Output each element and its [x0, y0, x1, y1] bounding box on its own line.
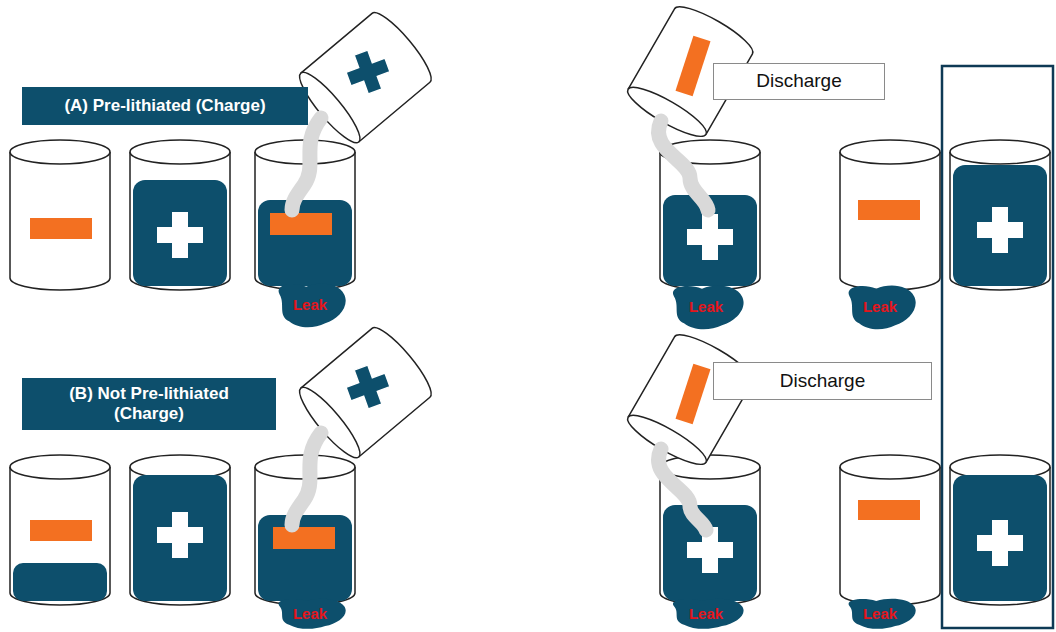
lithium-stream: [292, 118, 321, 210]
leak-text: Leak: [863, 605, 897, 622]
result-frame: [942, 66, 1053, 628]
lithium-fill: [13, 563, 107, 601]
lithium-fill: [258, 200, 352, 286]
anode-symbol: [675, 364, 710, 425]
step-label-box: Discharge: [713, 362, 932, 400]
cup-outline: [950, 455, 1050, 605]
leak-blob: Leak: [272, 597, 348, 630]
cup-outline: [130, 140, 230, 290]
anode-cup: [840, 455, 940, 605]
cathode-symbol: [687, 214, 733, 260]
cup-outline: [130, 455, 230, 605]
anode-symbol: [675, 36, 710, 97]
cathode-symbol: [977, 520, 1023, 566]
lithium-stream: [659, 449, 706, 530]
cup-outline: [10, 140, 110, 290]
leak-shape: [279, 599, 346, 629]
lithium-fill: [663, 505, 757, 601]
leak-blob: Leak: [842, 283, 918, 331]
scenario-label: (A) Pre-lithiated (Charge): [22, 87, 308, 125]
lithium-fill: [953, 475, 1047, 601]
leak-blob: Leak: [666, 283, 746, 331]
lithium-stream: [659, 121, 708, 210]
cup-outline: [840, 455, 940, 605]
anode-symbol: [270, 213, 332, 235]
cathode-cup: [130, 455, 230, 605]
cathode-cup: [950, 140, 1050, 290]
cup-outline: [10, 455, 110, 605]
lithium-fill: [953, 165, 1047, 286]
anode-symbol: [858, 500, 920, 520]
label-text: (B) Not Pre-lithiated (Charge): [32, 384, 266, 425]
leak-blob: Leak: [666, 597, 746, 630]
leak-text: Leak: [863, 298, 897, 315]
cathode-symbol: [341, 360, 394, 413]
leak-shape: [279, 284, 346, 328]
anode-symbol: [858, 200, 920, 220]
leak-shape: [673, 599, 744, 629]
label-text: Discharge: [756, 70, 842, 93]
leak-shape: [849, 599, 916, 629]
leak-blob: Leak: [842, 597, 918, 630]
leak-blob: Leak: [272, 281, 348, 329]
lithium-stream: [292, 433, 321, 525]
leak-shape: [849, 286, 916, 330]
anode-cup: [840, 140, 940, 290]
cathode-symbol: [341, 45, 394, 98]
label-text: (A) Pre-lithiated (Charge): [64, 96, 265, 116]
leak-shape: [673, 286, 744, 330]
cathode-symbol: [157, 512, 203, 558]
cathode-cup: [950, 455, 1050, 605]
cathode-symbol: [977, 207, 1023, 253]
lithium-fill: [133, 475, 227, 601]
lithium-fill: [133, 180, 227, 286]
leak-text: Leak: [689, 298, 723, 315]
step-label-box: Discharge: [713, 63, 885, 100]
scenario-label: (B) Not Pre-lithiated (Charge): [22, 378, 276, 430]
cathode-cup: [130, 140, 230, 290]
anode-cup: [10, 140, 110, 290]
cup-outline: [950, 140, 1050, 290]
anode-symbol: [30, 218, 92, 239]
leak-text: Leak: [689, 605, 723, 622]
label-text: Discharge: [780, 370, 866, 393]
anode-cup: [10, 455, 110, 605]
leak-text: Leak: [293, 605, 327, 622]
anode-symbol: [30, 520, 92, 541]
leak-text: Leak: [293, 296, 327, 313]
lithium-fill: [258, 515, 352, 601]
cathode-symbol: [157, 212, 203, 258]
cup-outline: [840, 140, 940, 290]
anode-symbol: [273, 527, 335, 549]
